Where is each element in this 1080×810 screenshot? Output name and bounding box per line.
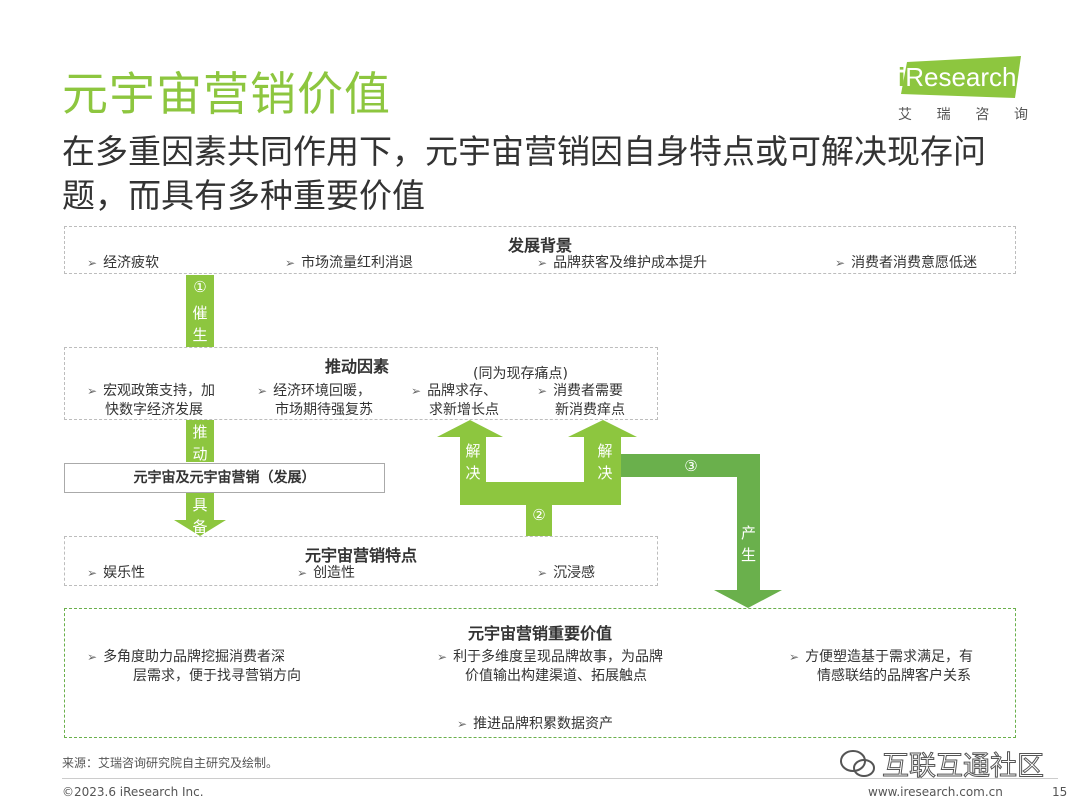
drivers-item: ➢品牌求存、 求新增长点 bbox=[411, 383, 499, 418]
background-item: ➢经济疲软 bbox=[87, 255, 160, 271]
logo-cn-char: 瑞 bbox=[936, 107, 951, 123]
background-item: ➢消费者消费意愿低迷 bbox=[835, 255, 978, 271]
solve-label: 决 bbox=[465, 464, 481, 482]
values-item: ➢多角度助力品牌挖掘消费者深 层需求，便于找寻营销方向 bbox=[87, 649, 301, 684]
footer-source: 来源：艾瑞咨询研究院自主研究及绘制。 bbox=[62, 756, 279, 770]
footer-page: 15 bbox=[1052, 785, 1068, 799]
watermark-text: 互联互通社区 bbox=[882, 751, 1045, 783]
values-header: 元宇宙营销重要价值 bbox=[467, 624, 612, 643]
page-title: 元宇宙营销价值 bbox=[62, 67, 391, 121]
background-header: 发展背景 bbox=[507, 236, 572, 255]
solve-label: 解 bbox=[465, 442, 481, 460]
arrow-have-labels: 具 备 bbox=[186, 494, 214, 538]
metaverse-label: 元宇宙及元宇宙营销（发展） bbox=[133, 470, 316, 486]
solve-label: 解 bbox=[597, 442, 613, 460]
footer-website: www.iresearch.com.cn bbox=[868, 785, 1003, 799]
solve-label: 决 bbox=[597, 464, 613, 482]
arrow-push bbox=[186, 420, 214, 462]
values-item: ➢利于多维度呈现品牌故事，为品牌 价值输出构建渠道、拓展触点 bbox=[437, 649, 664, 684]
footer-divider bbox=[62, 778, 1058, 779]
arrow-catalyze bbox=[186, 275, 214, 347]
arrow-have bbox=[174, 493, 226, 536]
logo-cn-char: 询 bbox=[1013, 107, 1028, 123]
drivers-note: (同为现存痛点) bbox=[473, 366, 568, 382]
background-item: ➢品牌获客及维护成本提升 bbox=[537, 255, 708, 271]
arrow3-label: 生 bbox=[740, 546, 756, 564]
arrow3-label: 产 bbox=[740, 524, 756, 542]
arrow-produce bbox=[621, 454, 782, 608]
arrow1-label: 催 bbox=[192, 304, 208, 322]
solve-left-labels: 解 决 bbox=[460, 440, 486, 484]
logo-cn-char: 咨 bbox=[975, 107, 990, 123]
drivers-item: ➢经济环境回暖， 市场期待强复苏 bbox=[257, 383, 373, 418]
features-header: 元宇宙营销特点 bbox=[304, 546, 417, 565]
footer-copyright: ©2023.6 iResearch Inc. bbox=[62, 785, 204, 799]
metaverse-box: 元宇宙及元宇宙营销（发展） bbox=[64, 463, 385, 493]
arrow-push-label: 动 bbox=[192, 445, 208, 463]
drivers-header: 推动因素 bbox=[325, 357, 390, 376]
features-item: ➢沉浸感 bbox=[537, 565, 596, 581]
arrow-solve bbox=[437, 420, 637, 536]
logo-text: iResearch bbox=[898, 62, 1017, 93]
arrow1-labels: ① 催 生 bbox=[186, 276, 214, 346]
arrow1-num: ① bbox=[193, 278, 207, 296]
logo-cn-char: 艾 bbox=[898, 107, 912, 123]
features-item: ➢创造性 bbox=[297, 565, 356, 581]
irsearch-logo-shape bbox=[901, 56, 1021, 98]
arrow1-label: 生 bbox=[192, 326, 208, 344]
arrow-have-label: 备 bbox=[192, 518, 208, 536]
drivers-box: 推动因素 (同为现存痛点) ➢宏观政策支持，加 快数字经济发展 ➢经济环境回暖，… bbox=[64, 347, 658, 420]
logo-i: i bbox=[898, 62, 906, 92]
arrow3-labels: 产 生 bbox=[737, 522, 760, 566]
arrow-push-label: 推 bbox=[192, 423, 208, 441]
arrow-have-label: 具 bbox=[192, 496, 208, 514]
page-subtitle: 在多重因素共同作用下，元宇宙营销因自身特点或可解决现存问题，而具有多种重要价值 bbox=[62, 132, 986, 215]
logo-cn: 艾 瑞 咨 询 bbox=[898, 104, 1028, 124]
wechat-icon bbox=[840, 750, 875, 777]
arrow3-num: ③ bbox=[684, 457, 698, 475]
logo-research: Research bbox=[905, 62, 1017, 92]
drivers-item: ➢消费者需要 新消费痒点 bbox=[537, 383, 625, 418]
background-box: 发展背景 ➢经济疲软 ➢市场流量红利消退 ➢品牌获客及维护成本提升 ➢消费者消费… bbox=[64, 226, 1016, 274]
arrow2-num: ② bbox=[532, 506, 546, 524]
values-bottom-item: ➢推进品牌积累数据资产 bbox=[457, 716, 614, 732]
features-item: ➢娱乐性 bbox=[87, 565, 146, 581]
background-item: ➢市场流量红利消退 bbox=[285, 255, 414, 271]
drivers-item: ➢宏观政策支持，加 快数字经济发展 bbox=[87, 383, 216, 418]
solve-right-labels: 解 决 bbox=[592, 440, 618, 484]
arrow-push-labels: 推 动 bbox=[186, 421, 214, 465]
features-box: 元宇宙营销特点 ➢娱乐性 ➢创造性 ➢沉浸感 bbox=[64, 536, 658, 586]
values-item: ➢方便塑造基于需求满足，有 情感联结的品牌客户关系 bbox=[789, 649, 974, 684]
values-box: 元宇宙营销重要价值 ➢多角度助力品牌挖掘消费者深 层需求，便于找寻营销方向 ➢利… bbox=[64, 608, 1016, 738]
